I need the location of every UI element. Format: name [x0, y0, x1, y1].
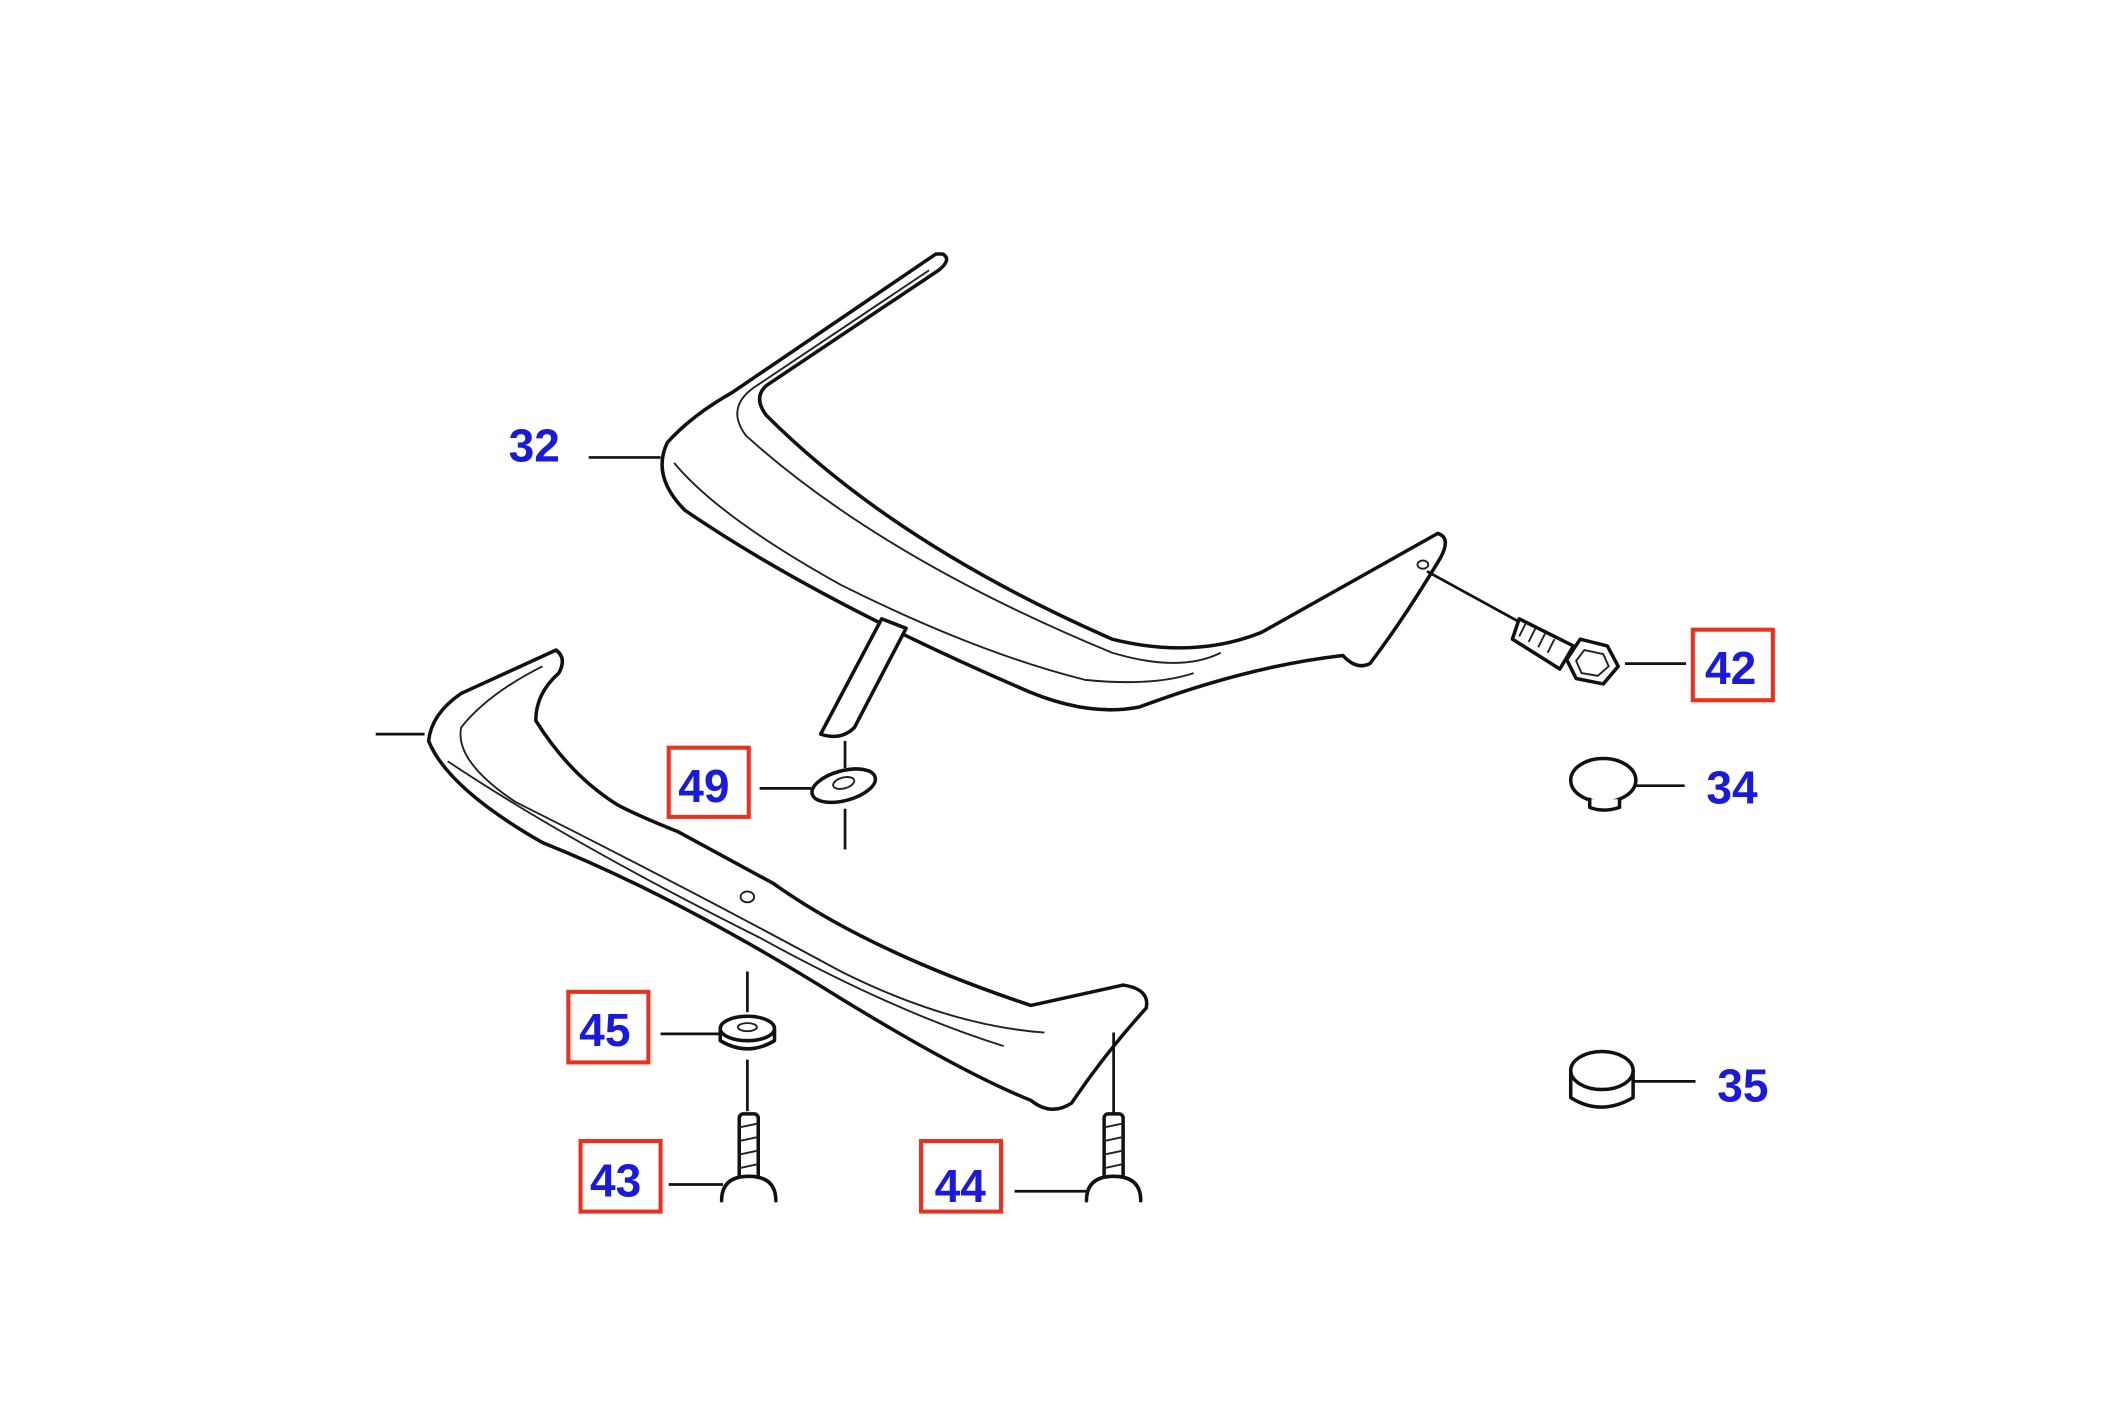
lower-spoiler-part	[426, 648, 1149, 1111]
callout-label: 42	[1705, 642, 1756, 694]
callout-42[interactable]: 42	[1690, 627, 1775, 703]
callout-32[interactable]: 32	[509, 419, 560, 471]
highlight-box	[918, 1139, 1004, 1214]
callout-49[interactable]: 49	[666, 745, 751, 819]
callout-label: 44	[935, 1160, 987, 1212]
screw-44-part	[1084, 1032, 1143, 1203]
highlight-box	[666, 745, 751, 819]
screw-43-part	[719, 1112, 778, 1203]
callout-label: 35	[1717, 1060, 1768, 1112]
callout-label: 45	[579, 1004, 630, 1056]
plug-34-part	[1568, 756, 1638, 812]
bolt-42-part	[1426, 570, 1620, 686]
callout-34[interactable]: 34	[1706, 761, 1758, 813]
callout-label: 43	[590, 1155, 641, 1207]
callout-44[interactable]: 44	[918, 1139, 1004, 1214]
callout-label: 49	[678, 760, 729, 812]
washer-45-part	[718, 971, 777, 1112]
callout-43[interactable]: 43	[578, 1139, 663, 1214]
callout-35[interactable]: 35	[1717, 1060, 1768, 1112]
callout-label: 32	[509, 419, 560, 471]
plug-35-part	[1568, 1049, 1635, 1109]
highlight-box	[578, 1139, 663, 1214]
highlight-box	[1690, 627, 1775, 703]
callout-label: 34	[1706, 761, 1758, 813]
washer-49-part	[810, 740, 878, 850]
upper-spoiler-part	[660, 252, 1448, 739]
callout-45[interactable]: 45	[566, 989, 651, 1065]
highlight-box	[566, 989, 651, 1065]
